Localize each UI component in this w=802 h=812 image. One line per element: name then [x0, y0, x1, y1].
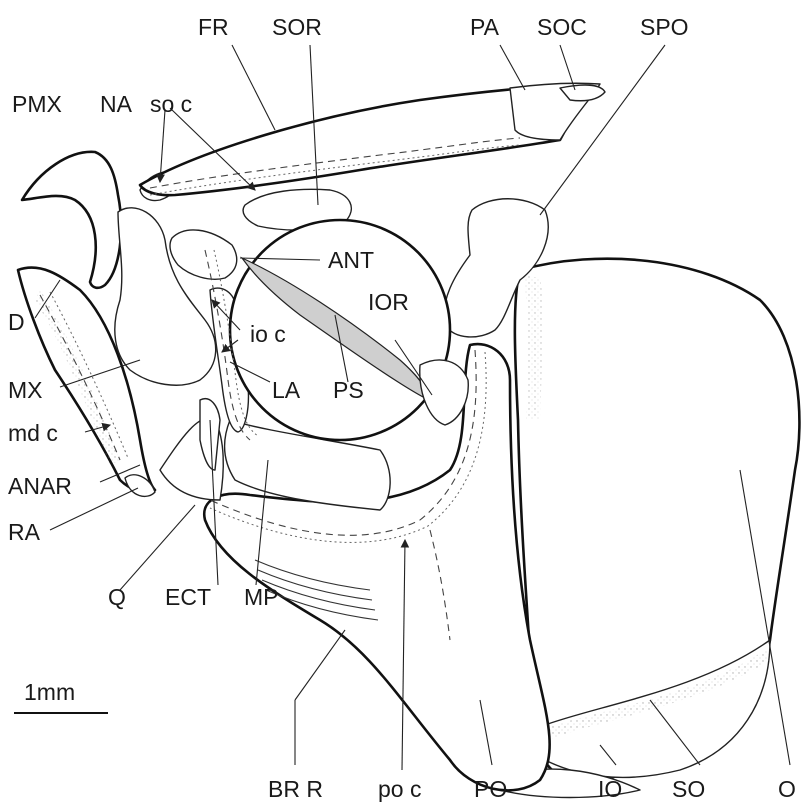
label-po-c: po c: [378, 776, 421, 802]
label-sor: SOR: [272, 14, 322, 40]
label-so: SO: [672, 776, 705, 802]
frontal-bone: [140, 85, 571, 195]
label-q: Q: [108, 584, 126, 610]
label-pmx: PMX: [12, 91, 62, 117]
label-ant: ANT: [328, 247, 374, 273]
label-ps: PS: [333, 377, 364, 403]
infraorbital-bone: [420, 360, 468, 425]
label-ra: RA: [8, 519, 41, 545]
label-la: LA: [272, 377, 301, 403]
antorbital-bone: [170, 230, 237, 279]
label-io-c: io c: [250, 321, 286, 347]
label-soc: SOC: [537, 14, 587, 40]
label-pa: PA: [470, 14, 500, 40]
label-spo: SPO: [640, 14, 689, 40]
label-scale: 1mm: [24, 679, 75, 705]
label-md-c: md c: [8, 420, 58, 446]
label-anar: ANAR: [8, 473, 72, 499]
retroarticular-bone: [125, 475, 155, 497]
label-mp: MP: [244, 584, 279, 610]
label-io: IO: [598, 776, 622, 802]
label-o: O: [778, 776, 796, 802]
label-ior: IOR: [368, 289, 409, 315]
label-fr: FR: [198, 14, 229, 40]
label-na: NA: [100, 91, 133, 117]
bones: [18, 83, 799, 797]
label-ect: ECT: [165, 584, 211, 610]
label-mx: MX: [8, 377, 43, 403]
label-br-r: BR R: [268, 776, 323, 802]
label-po: PO: [474, 776, 507, 802]
label-d: D: [8, 309, 25, 335]
label-so-c: so c: [150, 91, 192, 117]
